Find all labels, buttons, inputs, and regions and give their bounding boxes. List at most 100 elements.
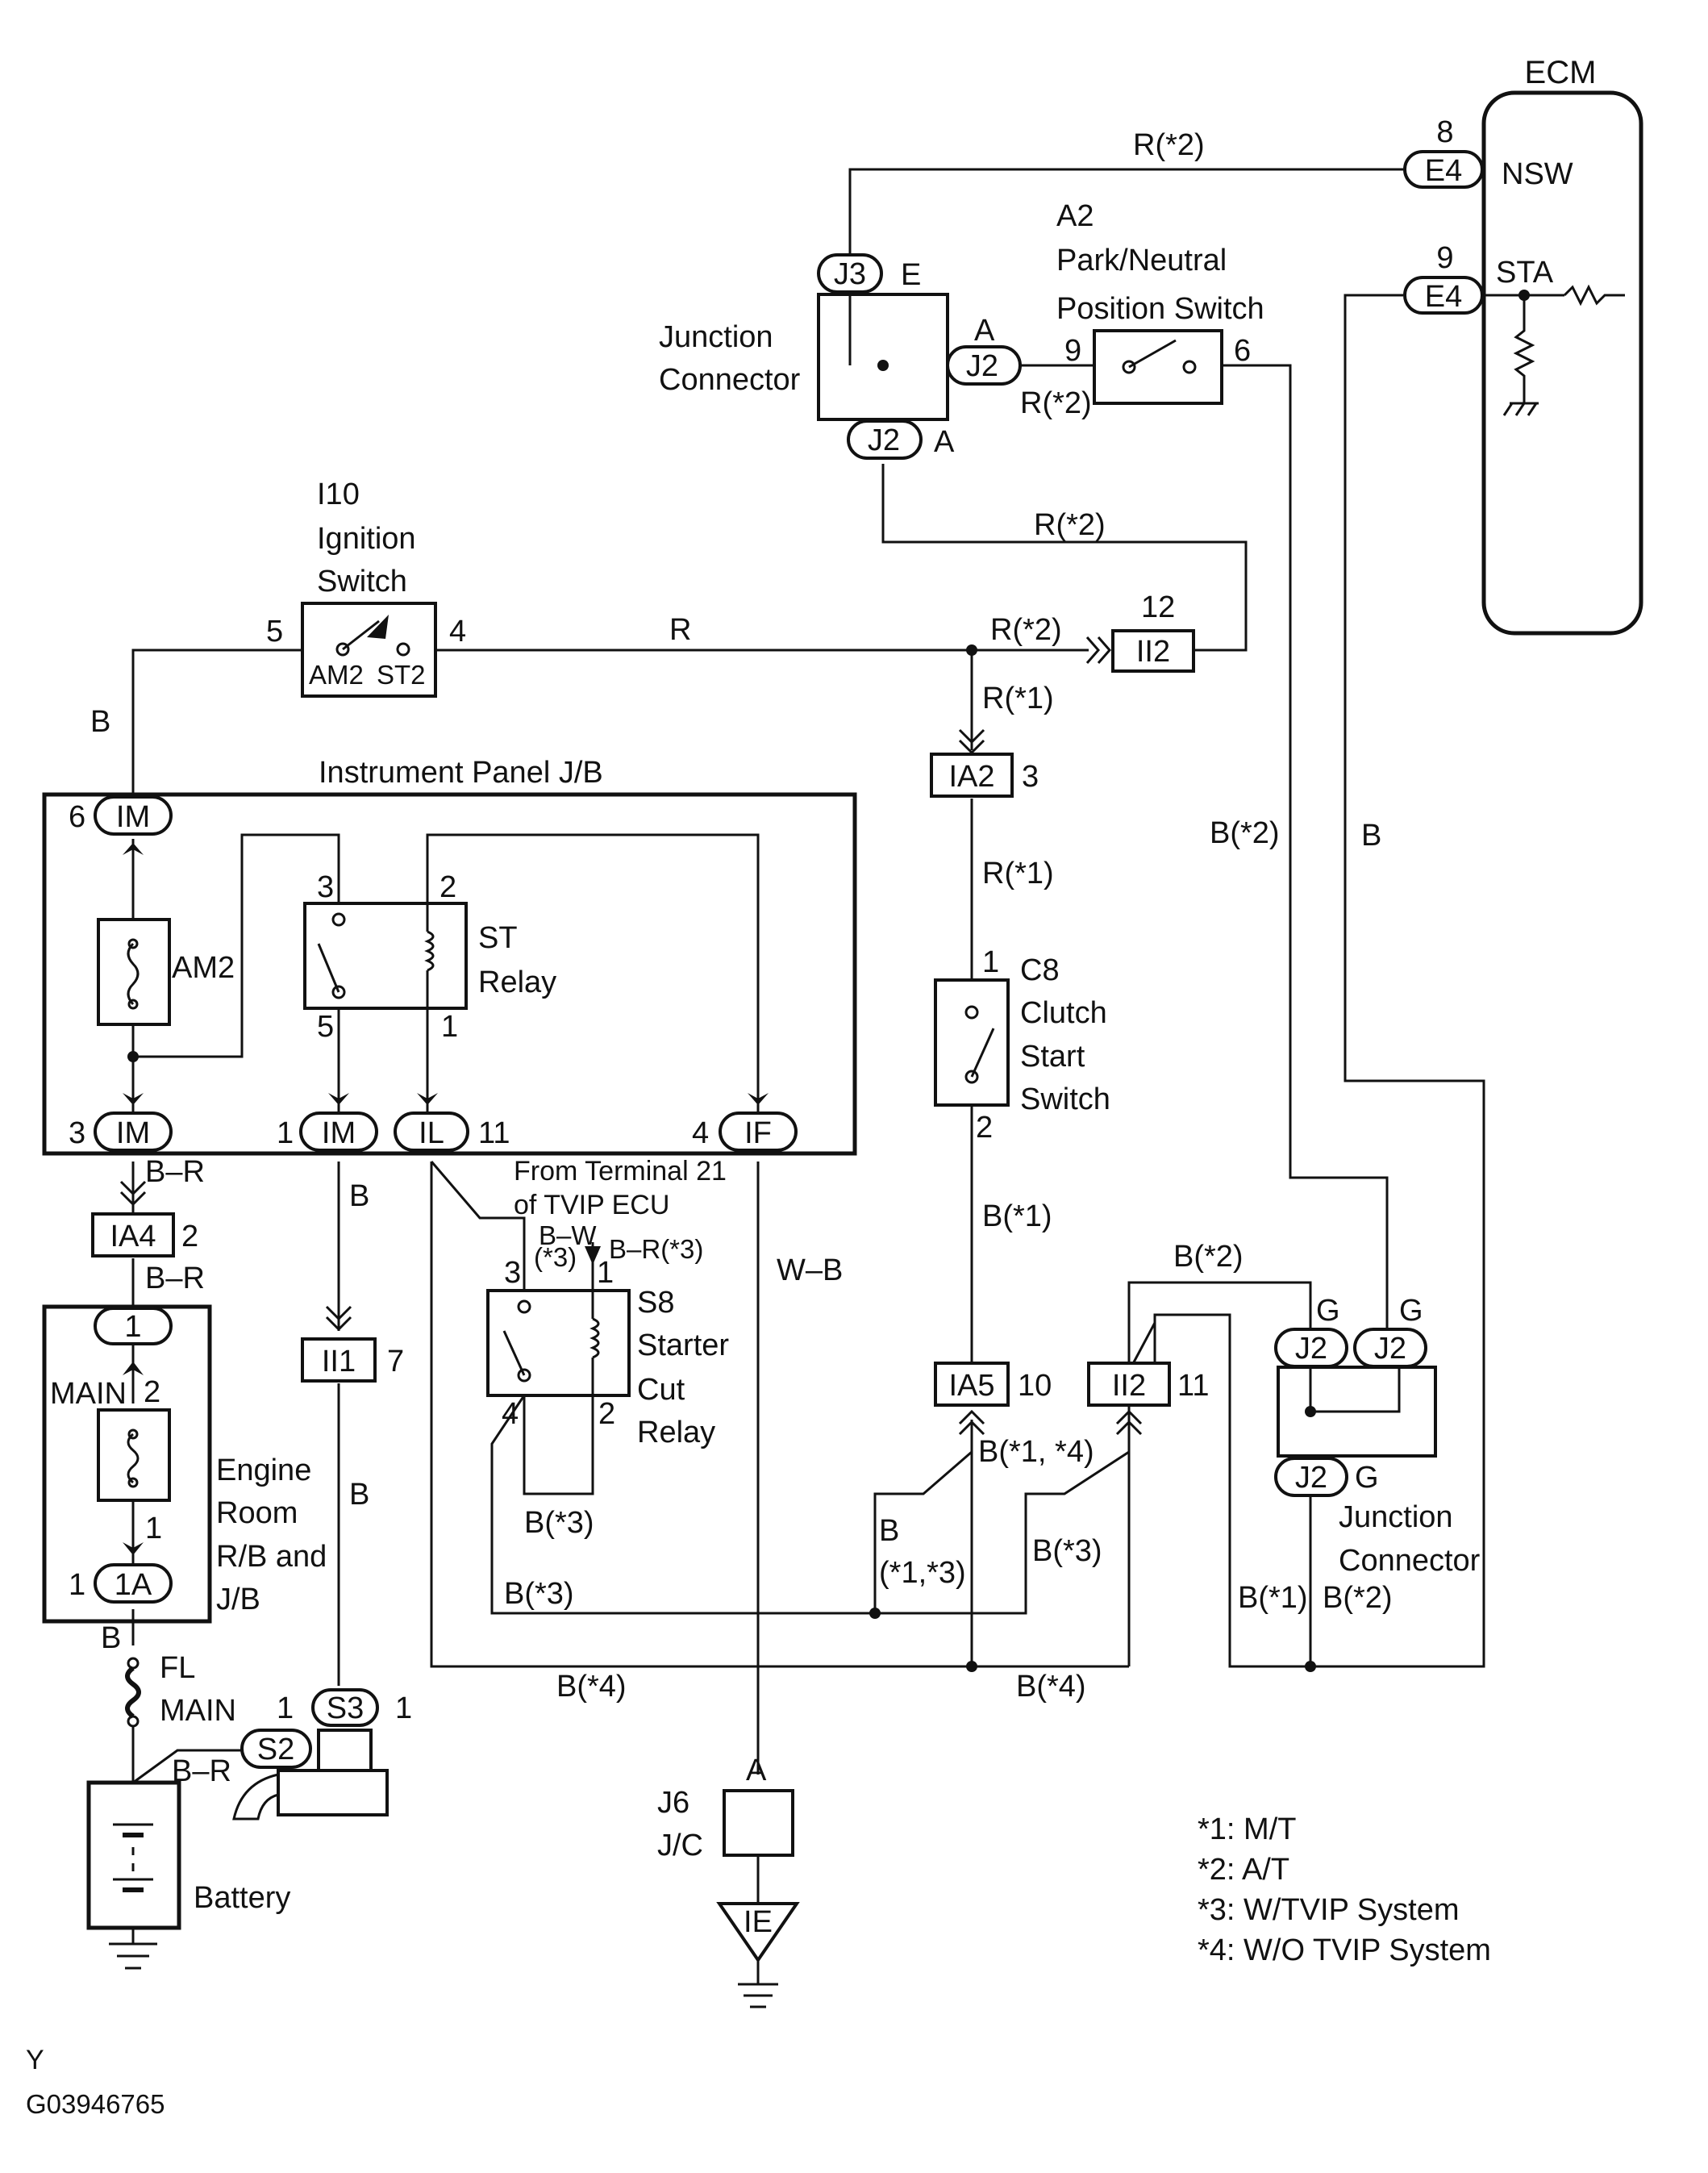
jbot-j2a: J2 (1295, 1332, 1327, 1366)
jb-if-pin: 4 (692, 1116, 709, 1150)
jbot-name-2: Connector (1339, 1544, 1481, 1578)
ia2-pin: 3 (1022, 760, 1039, 794)
w-r2-main: R(*2) (990, 613, 1062, 647)
er-main-pin: 2 (144, 1375, 160, 1409)
scr-pin4: 4 (502, 1397, 519, 1431)
clutch-pin2: 2 (976, 1111, 993, 1145)
ii1-pin: 7 (387, 1345, 404, 1378)
ecm: ECM NSW STA E4 8 E4 9 (1403, 55, 1643, 636)
er-conn1: 1 (124, 1310, 141, 1344)
relay-pin3: 3 (317, 870, 334, 904)
park-switch-pin-out: 6 (1234, 334, 1251, 368)
connector-ii2-bottom: II2 11 (1087, 1362, 1209, 1436)
w-br3: B–R(*3) (609, 1234, 703, 1264)
instrument-panel-jb: Instrument Panel J/B IM 6 AM2 3 2 5 1 ST… (42, 756, 857, 1156)
jt-name-1: Junction (659, 320, 773, 354)
jbot-j2b-pin: G (1399, 1294, 1423, 1328)
connector-ia2: IA2 3 (930, 728, 1039, 798)
junction-connector-top: J3 E J2 A J2 A Junction Connector (659, 253, 1022, 460)
battery: Battery (86, 1780, 290, 1970)
s3-pin-r: 1 (395, 1691, 412, 1725)
w-b2-c: B(*2) (1173, 1240, 1244, 1274)
st-relay-2: Relay (478, 966, 556, 999)
ecm-title: ECM (1525, 55, 1597, 90)
w-b3-c: B(*3) (1032, 1534, 1102, 1568)
w-b-low: B (349, 1478, 369, 1512)
ign-pin-out: 4 (449, 615, 466, 649)
w-b-fl: B (101, 1621, 121, 1655)
w-r: R (669, 613, 691, 647)
s3-pin-l: 1 (277, 1691, 294, 1725)
clutch-3: Switch (1020, 1082, 1110, 1116)
jbot-j2c-pin: G (1355, 1461, 1379, 1495)
w-b4-a: B(*4) (556, 1670, 627, 1704)
w-b-mid: B (349, 1179, 369, 1213)
park-switch-name-1: Park/Neutral (1056, 244, 1227, 277)
jb-im-b1: IM (116, 1116, 150, 1150)
w-b2-right: B(*2) (1210, 816, 1280, 850)
park-switch-pin-in: 9 (1064, 334, 1081, 368)
w-bw-sub: (*3) (534, 1242, 577, 1272)
connector-ia4: IA4 2 (91, 1180, 198, 1258)
jb-title: Instrument Panel J/B (319, 756, 603, 790)
fusible-link: FL MAIN (125, 1651, 236, 1728)
jb-il-pin: 11 (478, 1116, 510, 1150)
w-r1-b: R(*1) (982, 857, 1054, 890)
w-b1-r: B(*1) (1238, 1581, 1308, 1615)
footer-corner: Y (26, 2045, 44, 2075)
scr-pin3: 3 (504, 1256, 521, 1290)
jt-j2-right: J2 (966, 349, 998, 383)
relay-pin2: 2 (439, 870, 456, 904)
er-1a: 1A (115, 1568, 152, 1602)
s3: S3 (327, 1691, 364, 1725)
scr-3: Relay (637, 1416, 715, 1449)
j6-id: J6 (657, 1786, 689, 1820)
w-bw: B–W (539, 1220, 597, 1250)
w-r1-a: R(*1) (982, 682, 1054, 715)
er-fuse-pin: 1 (145, 1512, 162, 1545)
w-b3-a: B(*3) (524, 1506, 594, 1540)
w-br-2: B–R (145, 1262, 205, 1295)
jt-j2-right-pin: A (974, 314, 995, 348)
jb-im-b2-pin: 1 (277, 1116, 294, 1150)
w-b1: B(*1) (982, 1199, 1052, 1233)
engine-room-rb-jb: 1 MAIN 2 1 1A 1 Engine Room R/B and J/B (42, 1304, 327, 1624)
w-b3-b: B(*3) (504, 1577, 574, 1611)
jt-j2-bottom: J2 (868, 423, 900, 457)
ecm-nsw: NSW (1502, 157, 1573, 191)
tvip-note-1: From Terminal 21 (514, 1156, 727, 1187)
w-b4-b: B(*4) (1016, 1670, 1086, 1704)
clutch-start-switch: 1 2 C8 Clutch Start Switch (934, 945, 1110, 1145)
relay-pin1: 1 (441, 1010, 458, 1044)
clutch-1: Clutch (1020, 996, 1107, 1030)
legend-2: *2: A/T (1198, 1853, 1289, 1887)
junction-j6: A J6 J/C IE (657, 1754, 800, 2008)
relay-pin5: 5 (317, 1010, 334, 1044)
clutch-2: Start (1020, 1040, 1085, 1074)
ign-am2: AM2 (309, 660, 364, 690)
w-b-right: B (1361, 819, 1381, 853)
s2: S2 (257, 1733, 294, 1766)
legend-4: *4: W/O TVIP System (1198, 1933, 1491, 1967)
jb-am2: AM2 (172, 951, 235, 985)
jbot-j2c: J2 (1295, 1461, 1327, 1495)
ia5-pin: 10 (1018, 1369, 1052, 1403)
w-wb: W–B (777, 1253, 843, 1287)
er-1a-pin: 1 (69, 1568, 85, 1602)
ecm-sta: STA (1496, 256, 1554, 290)
connector-ii2-top: II2 12 (1085, 590, 1195, 673)
ground-ie: IE (744, 1905, 773, 1939)
legend: *1: M/T *2: A/T *3: W/TVIP System *4: W/… (1198, 1812, 1491, 1967)
jt-j3-pin: E (901, 258, 921, 292)
ii2-bot-pin: 11 (1177, 1369, 1209, 1403)
ign-pin-in: 5 (266, 615, 283, 649)
jb-il: IL (419, 1116, 444, 1150)
ign-name-2: Switch (317, 565, 407, 599)
starter-motor: S3 1 1 S2 (232, 1688, 412, 1821)
connector-ia5: IA5 10 (934, 1362, 1052, 1436)
er-3: R/B and (216, 1540, 327, 1574)
ignition-switch: AM2 ST2 I10 Ignition Switch 5 4 (266, 478, 466, 698)
legend-3: *3: W/TVIP System (1198, 1893, 1459, 1927)
fl-1: FL (160, 1651, 195, 1685)
j6-name: J/C (657, 1829, 703, 1862)
